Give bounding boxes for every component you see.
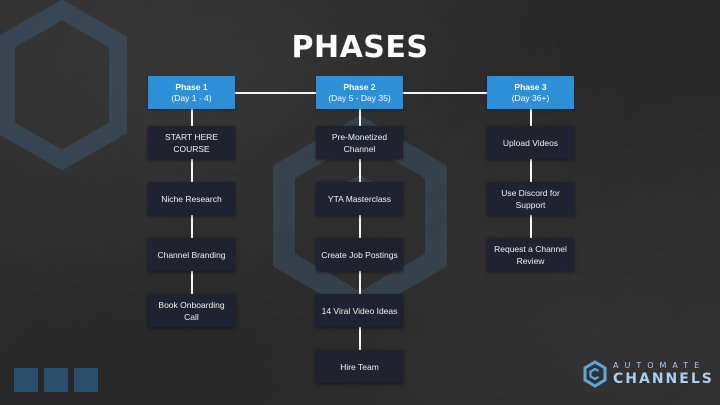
phase2-step-1: Pre-Monetized Channel — [316, 126, 403, 159]
phase3-step-1: Upload Videos — [487, 126, 574, 159]
phase2-step-2: YTA Masterclass — [316, 182, 403, 215]
phase1-subtitle: (Day 1 - 4) — [171, 92, 212, 103]
automate-channels-logo-icon — [583, 360, 607, 388]
brand-line2: CHANNELS — [613, 371, 714, 387]
phase2-step-4: 14 Viral Video Ideas — [316, 294, 403, 327]
phase1-step-1: START HERE COURSE — [148, 126, 235, 159]
phase2-title: Phase 2 — [343, 81, 376, 92]
phase1-step-4: Book Onboarding Call — [148, 294, 235, 327]
phase3-step-2: Use Discord for Support — [487, 182, 574, 215]
brand-logo: AUTOMATE CHANNELS — [583, 359, 713, 389]
phase2-step-3: Create Job Postings — [316, 238, 403, 271]
phase2-step-5: Hire Team — [316, 350, 403, 383]
decor-square-3 — [74, 368, 98, 392]
brand-line1: AUTOMATE — [613, 361, 706, 370]
phase1-title: Phase 1 — [175, 81, 208, 92]
phase3-step-3: Request a Channel Review — [487, 238, 574, 271]
decor-square-1 — [14, 368, 38, 392]
phase2-subtitle: (Day 5 - Day 35) — [328, 92, 391, 103]
decor-square-2 — [44, 368, 68, 392]
phase3-connector — [530, 109, 532, 254]
phase1-header: Phase 1 (Day 1 - 4) — [148, 76, 235, 109]
phase3-header: Phase 3 (Day 36+) — [487, 76, 574, 109]
phase3-title: Phase 3 — [514, 81, 547, 92]
page-title: PHASES — [291, 30, 429, 65]
watermark-logo-left-icon — [0, 0, 127, 171]
phase1-step-3: Channel Branding — [148, 238, 235, 271]
phase2-header: Phase 2 (Day 5 - Day 35) — [316, 76, 403, 109]
phase3-subtitle: (Day 36+) — [511, 92, 550, 103]
phase1-step-2: Niche Research — [148, 182, 235, 215]
